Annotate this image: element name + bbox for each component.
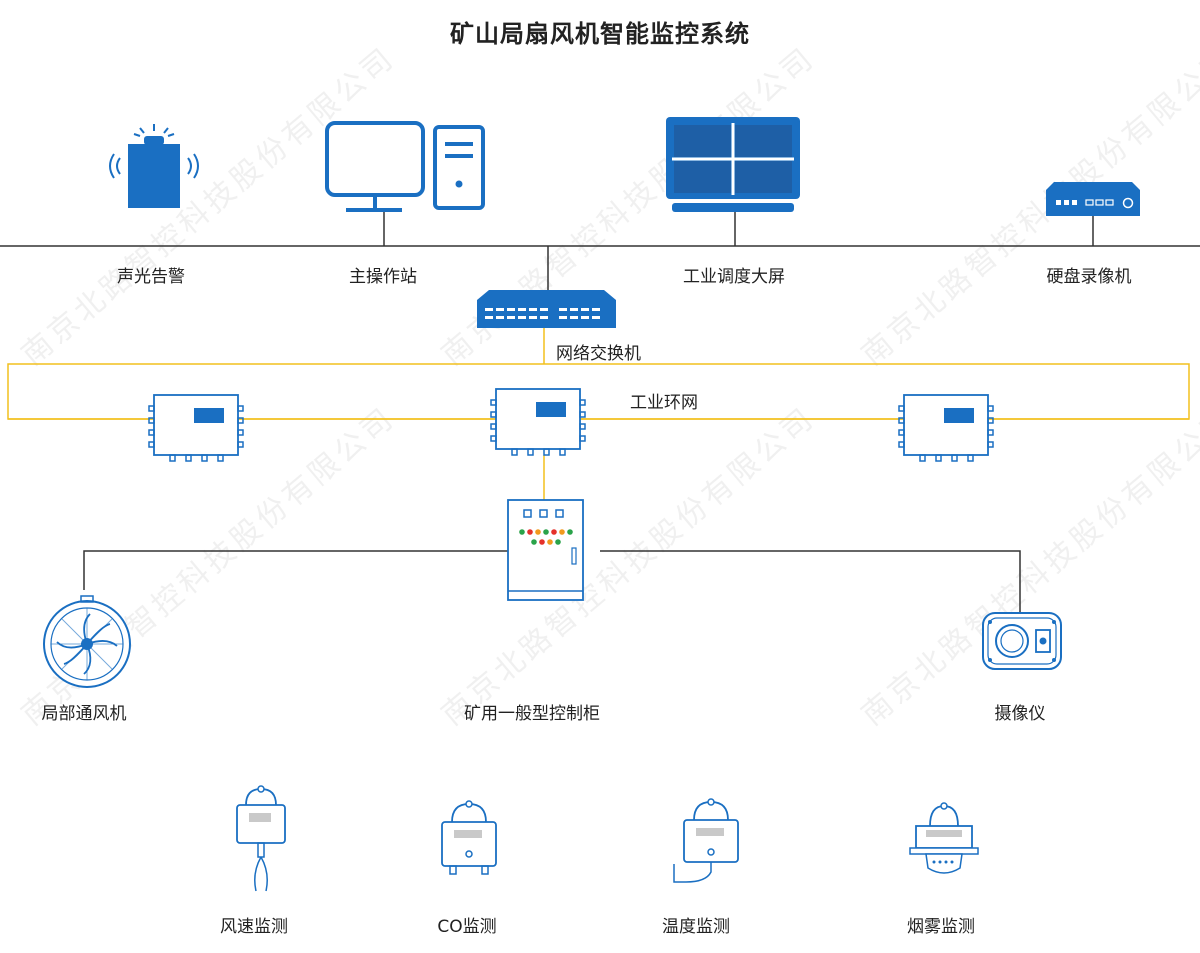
siren-icon bbox=[109, 124, 199, 208]
substation-box-icon bbox=[148, 394, 244, 462]
nvr-icon bbox=[1046, 182, 1140, 216]
substation-box-icon bbox=[490, 388, 586, 456]
link-camera bbox=[600, 550, 1021, 612]
label-fan: 局部通风机 bbox=[41, 704, 127, 724]
axial-fan-icon bbox=[43, 595, 131, 688]
wind-sensor-icon bbox=[236, 785, 286, 892]
video-wall-icon bbox=[666, 117, 800, 212]
network-switch-icon bbox=[477, 290, 616, 328]
control-cabinet-icon bbox=[507, 499, 584, 601]
pc-tower-icon bbox=[433, 125, 485, 210]
label-temp: 温度监测 bbox=[662, 917, 730, 937]
label-ring: 工业环网 bbox=[630, 393, 698, 413]
label-camera: 摄像仪 bbox=[994, 704, 1046, 724]
label-cabinet: 矿用一般型控制柜 bbox=[464, 704, 600, 724]
explosion-proof-camera-icon bbox=[982, 612, 1062, 670]
substation-box-icon bbox=[898, 394, 994, 462]
link-fan bbox=[83, 550, 508, 590]
monitor-icon bbox=[325, 121, 485, 212]
label-co: CO监测 bbox=[437, 917, 497, 937]
diagram-title: 矿山局扇风机智能监控系统 bbox=[450, 20, 750, 48]
label-workstation: 主操作站 bbox=[349, 267, 417, 287]
label-wind: 风速监测 bbox=[220, 917, 288, 937]
label-screen: 工业调度大屏 bbox=[683, 267, 785, 287]
label-recorder: 硬盘录像机 bbox=[1046, 267, 1132, 287]
label-smoke: 烟雾监测 bbox=[907, 917, 975, 937]
smoke-sensor-icon bbox=[909, 802, 979, 874]
co-sensor-icon bbox=[441, 800, 497, 875]
temperature-sensor-icon bbox=[673, 798, 739, 883]
label-switch: 网络交换机 bbox=[556, 344, 641, 364]
label-alarm: 声光告警 bbox=[117, 267, 185, 287]
